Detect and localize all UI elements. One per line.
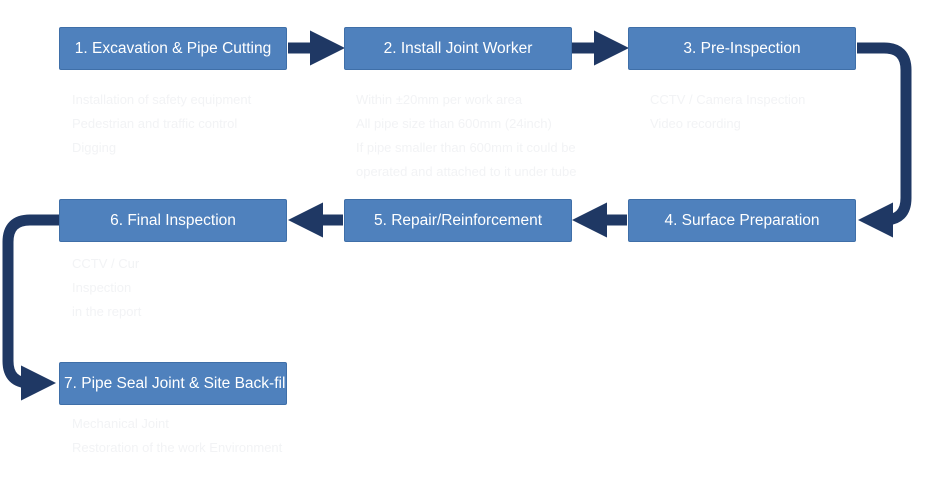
step-1-label: 1. Excavation & Pipe Cutting <box>74 39 272 57</box>
note: Pedestrian and traffic control <box>72 116 238 131</box>
note: Mechanical Joint <box>72 416 169 431</box>
step7-notes: Mechanical Joint Restoration of the work… <box>72 412 282 460</box>
step2-notes: Within ±20mm per work area All pipe size… <box>356 88 576 184</box>
step-5-label: 5. Repair/Reinforcement <box>374 211 542 229</box>
step-6-label: 6. Final Inspection <box>110 211 236 229</box>
note: Digging <box>72 140 117 155</box>
note: in the report <box>72 304 142 319</box>
note: If pipe smaller than 600mm it could be <box>356 140 576 155</box>
note: Restoration of the work Environment <box>72 440 283 455</box>
note: Within ±20mm per work area <box>356 92 523 107</box>
step-3-box: 3. Pre-Inspection <box>628 27 856 70</box>
step-2-label: 2. Install Joint Worker <box>383 39 533 57</box>
note: All pipe size than 600mm (24inch) <box>356 116 552 131</box>
step-3-label: 3. Pre-Inspection <box>683 39 801 57</box>
note: CCTV / Cur <box>72 256 140 271</box>
arrow-step6-to-step7 <box>2 214 59 401</box>
step-4-label: 4. Surface Preparation <box>664 211 820 229</box>
note: Installation of safety equipment <box>72 92 252 107</box>
step-5-box: 5. Repair/Reinforcement <box>344 199 572 242</box>
step1-notes: Installation of safety equipment Pedestr… <box>72 88 251 160</box>
step-7-box: 7. Pipe Seal Joint & Site Back-fill <box>59 362 287 405</box>
note: CCTV / Camera Inspection <box>650 92 806 107</box>
note: Inspection <box>72 280 132 295</box>
step-4-box: 4. Surface Preparation <box>628 199 856 242</box>
arrow-step3-to-step4 <box>857 42 912 238</box>
step6-notes: CCTV / Cur Inspection in the report <box>72 252 141 324</box>
step3-notes: CCTV / Camera Inspection Video recording <box>650 88 805 136</box>
step-7-label: 7. Pipe Seal Joint & Site Back-fill <box>64 374 287 392</box>
step-2-box: 2. Install Joint Worker <box>344 27 572 70</box>
step-1-box: 1. Excavation & Pipe Cutting <box>59 27 287 70</box>
note: operated and attached to it under tube <box>356 164 577 179</box>
step-6-box: 6. Final Inspection <box>59 199 287 242</box>
note: Video recording <box>650 116 741 131</box>
